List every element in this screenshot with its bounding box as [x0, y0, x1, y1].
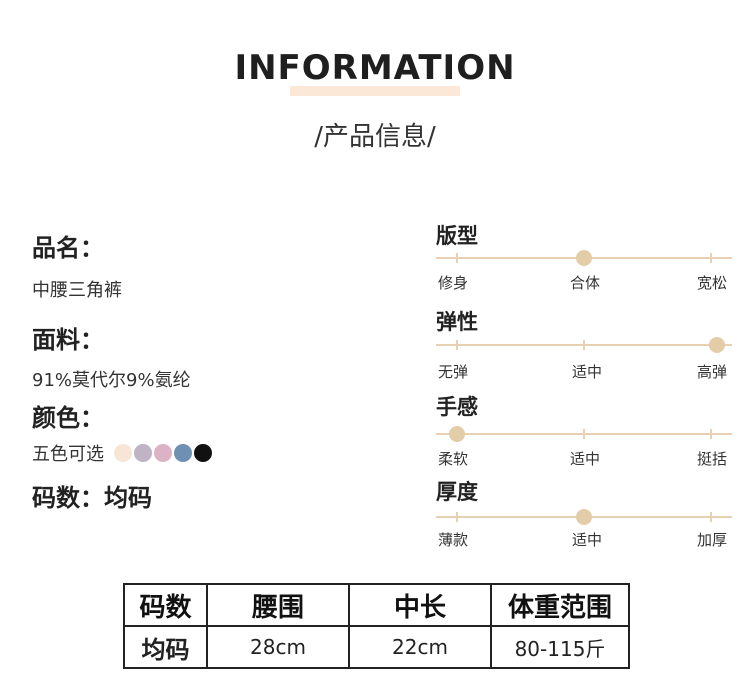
scale-label-low: 薄款 [438, 531, 469, 549]
product-name-label: 品名： [32, 234, 104, 262]
scale-tick [710, 512, 713, 522]
table-row: 均码 28cm 22cm 80-115斤 [123, 625, 630, 669]
scale-label-low: 修身 [438, 274, 469, 292]
scale-tick [583, 340, 585, 350]
table-cell: 80-115斤 [490, 625, 630, 669]
metric-title: 弹性 [436, 310, 478, 334]
scale-label-high: 挺括 [697, 450, 728, 468]
product-name-value: 中腰三角裤 [32, 280, 122, 301]
scale-tick [583, 429, 585, 439]
scale-label-low: 无弹 [438, 363, 469, 381]
metric-title: 版型 [436, 224, 478, 248]
color-value: 五色可选 [32, 444, 104, 465]
scale-label-mid: 合体 [570, 274, 601, 292]
title-underline [290, 86, 460, 96]
table-cell: 28cm [206, 625, 350, 669]
fabric-label: 面料： [32, 326, 104, 354]
size-table: 码数 腰围 中长 体重范围 均码 28cm 22cm 80-115斤 [123, 583, 630, 669]
color-label: 颜色： [32, 404, 104, 432]
scale-knob [576, 509, 592, 525]
scale-label-high: 宽松 [697, 274, 728, 292]
scale-label-mid: 适中 [570, 450, 601, 468]
metric-title: 手感 [436, 395, 478, 419]
fabric-value: 91%莫代尔9%氨纶 [32, 370, 191, 391]
scale-knob [576, 250, 592, 266]
scale-label-low: 柔软 [438, 450, 469, 468]
page-subtitle: /产品信息/ [314, 122, 436, 152]
scale-tick [455, 253, 458, 263]
page-title: INFORMATION [234, 48, 516, 88]
table-header-cell: 腰围 [206, 583, 350, 627]
scale-tick [710, 253, 713, 263]
table-header-cell: 体重范围 [490, 583, 630, 627]
scale-tick [455, 340, 458, 350]
swatch-dot [114, 444, 132, 462]
scale-label-high: 加厚 [697, 531, 728, 549]
swatch-dot [194, 444, 212, 462]
scale-tick [455, 512, 458, 522]
scale-knob [709, 337, 726, 353]
scale-tick [710, 429, 713, 439]
color-swatches: 五色可选 [32, 440, 214, 466]
table-cell: 22cm [348, 625, 492, 669]
table-header-cell: 中长 [348, 583, 492, 627]
swatch-dot [154, 444, 172, 462]
scale-knob [448, 426, 465, 442]
size-label: 码数：均码 [32, 484, 152, 512]
table-header-cell: 码数 [123, 583, 208, 627]
scale-label-mid: 适中 [572, 363, 603, 381]
table-header-row: 码数 腰围 中长 体重范围 [123, 583, 630, 627]
metric-title: 厚度 [436, 480, 478, 504]
swatch-dot [174, 444, 192, 462]
table-cell: 均码 [123, 625, 208, 669]
scale-label-mid: 适中 [572, 531, 603, 549]
swatch-dot [134, 444, 152, 462]
scale-label-high: 高弹 [697, 363, 728, 381]
